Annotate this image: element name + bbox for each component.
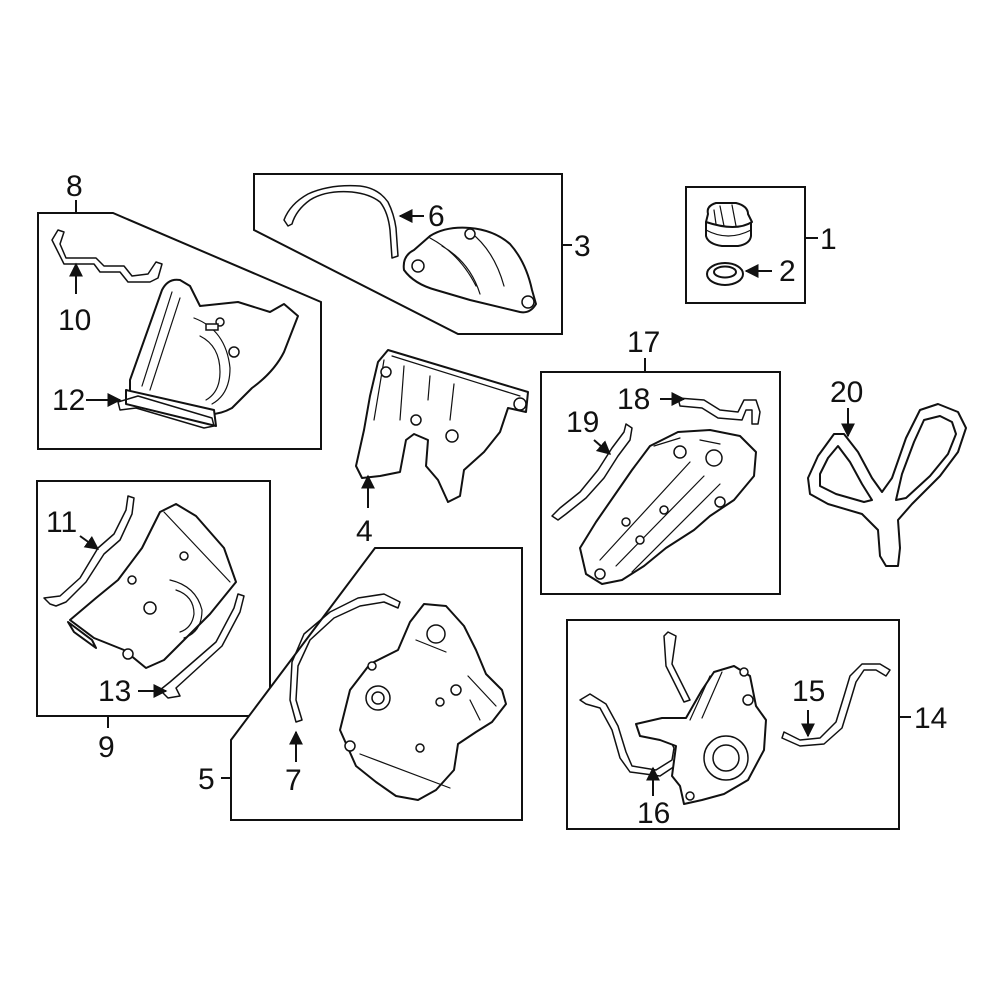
callout-12[interactable]: 12 [52,384,85,417]
group-8: 8 10 12 [37,170,322,450]
gasket-11-icon[interactable] [43,495,135,607]
callout-15[interactable]: 15 [792,675,825,708]
callout-3[interactable]: 3 [574,230,591,263]
callout-14[interactable]: 14 [914,702,947,735]
group-14: 14 16 15 [566,619,947,830]
group-3: 3 6 [253,173,591,335]
oil-filler-cap-icon[interactable] [705,202,753,247]
gasket-7-icon[interactable] [289,593,401,723]
gasket-6-icon[interactable] [283,184,399,259]
seal-strip-12-icon[interactable] [117,395,215,429]
gasket-15-icon[interactable] [781,663,891,747]
o-ring-seal-icon[interactable] [706,262,744,286]
callout-16[interactable]: 16 [637,797,670,830]
group-17: 17 18 19 [540,326,781,595]
serpentine-belt-icon[interactable] [807,403,967,567]
callout-19[interactable]: 19 [566,406,599,439]
gasket-18-icon[interactable] [677,397,761,425]
group-frame-1 [685,186,806,304]
callout-6[interactable]: 6 [428,200,445,233]
callout-4[interactable]: 4 [356,515,373,548]
callout-7[interactable]: 7 [285,764,302,797]
callout-1[interactable]: 1 [820,223,837,256]
upper-cover-icon[interactable] [402,226,537,314]
callout-18[interactable]: 18 [617,383,650,416]
callout-9[interactable]: 9 [98,731,115,764]
callout-5[interactable]: 5 [198,763,215,796]
callout-11[interactable]: 11 [46,506,77,539]
timing-cover-lower-icon[interactable] [67,503,237,669]
timing-cover-right-icon[interactable] [579,429,757,585]
timing-cover-lower-center-icon[interactable] [339,603,507,801]
callout-13[interactable]: 13 [98,675,131,708]
seal-strip-13-icon[interactable] [159,593,245,699]
callout-17[interactable]: 17 [627,326,660,359]
timing-cover-icon[interactable] [355,349,529,503]
callout-10[interactable]: 10 [58,304,91,337]
callout-2[interactable]: 2 [779,255,796,288]
callout-8[interactable]: 8 [66,170,83,203]
group-9: 9 11 13 [36,480,271,764]
timing-cover-lower-right-icon[interactable] [635,631,767,805]
gasket-19-icon[interactable] [551,423,633,521]
group-oil-filler-cap: 1 2 [685,186,837,304]
group-5: 5 7 [198,547,523,821]
callout-20[interactable]: 20 [830,376,863,409]
gasket-10-icon[interactable] [51,229,163,283]
